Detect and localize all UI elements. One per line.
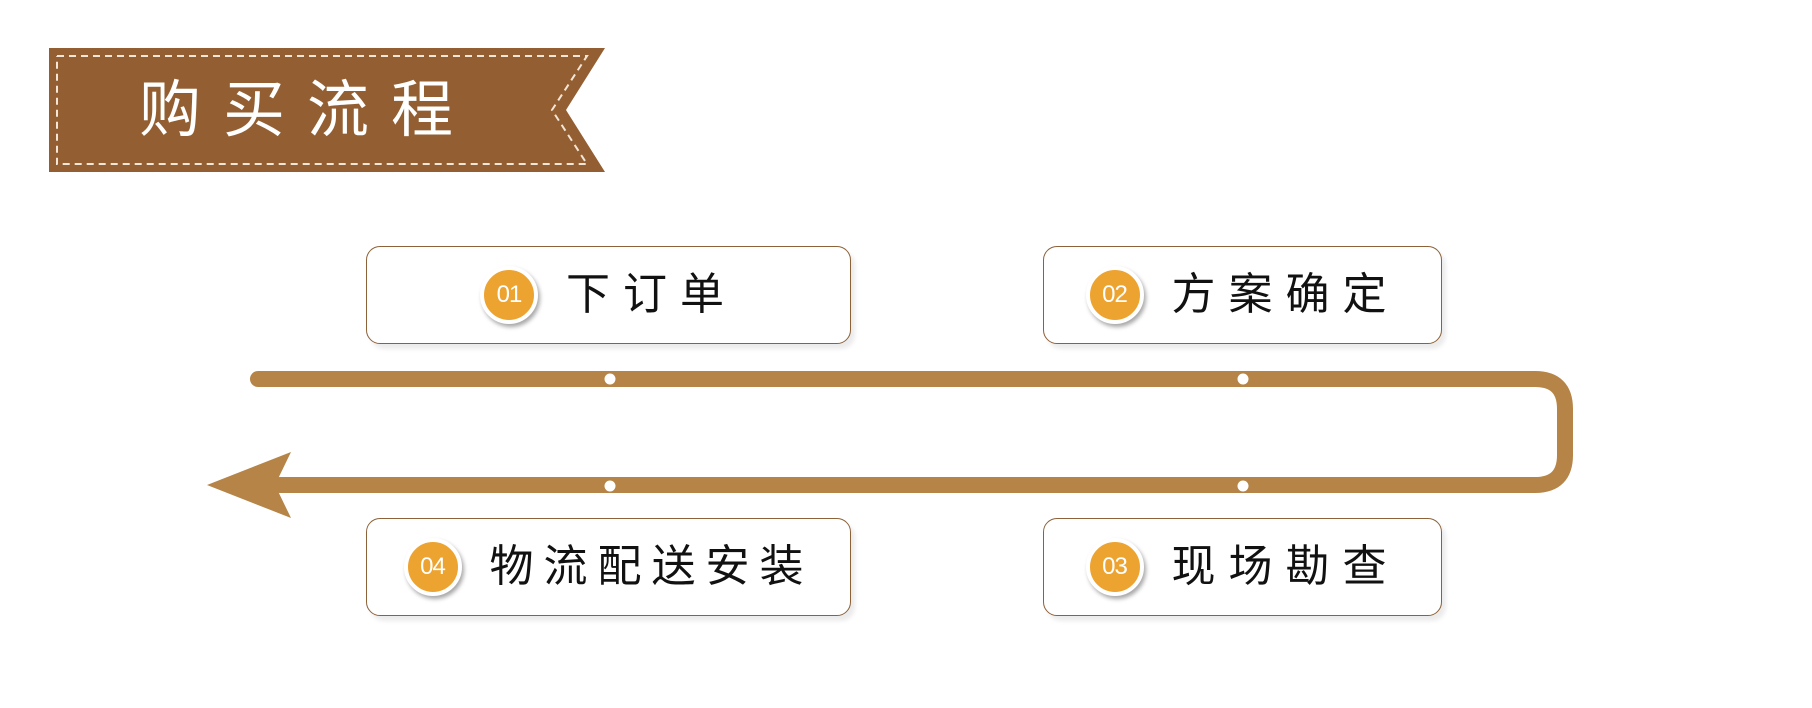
ribbon-banner-shape: [49, 48, 605, 172]
step-number-badge: 04: [403, 538, 462, 596]
node-dot-04: [604, 480, 616, 492]
step-number-badge: 03: [1085, 538, 1144, 596]
step-number-badge: 02: [1085, 266, 1144, 324]
step-04-box: 04 物流配送安装: [366, 518, 851, 616]
step-label: 下订单: [566, 269, 737, 320]
page-title: 购买流程: [139, 73, 476, 146]
node-dot-01: [604, 373, 616, 385]
step-number-badge: 01: [480, 266, 538, 324]
title-banner: 购买流程: [49, 48, 607, 172]
step-02-box: 02 方案确定: [1043, 246, 1442, 344]
step-label: 物流配送安装: [489, 541, 814, 592]
step-01-box: 01 下订单: [366, 246, 851, 344]
node-dot-03: [1237, 480, 1249, 492]
step-03-box: 03 现场勘查: [1043, 518, 1442, 616]
step-label: 现场勘查: [1171, 541, 1400, 592]
node-dot-02: [1237, 373, 1249, 385]
arrow-head-icon: [207, 452, 291, 518]
step-label: 方案确定: [1171, 269, 1400, 320]
